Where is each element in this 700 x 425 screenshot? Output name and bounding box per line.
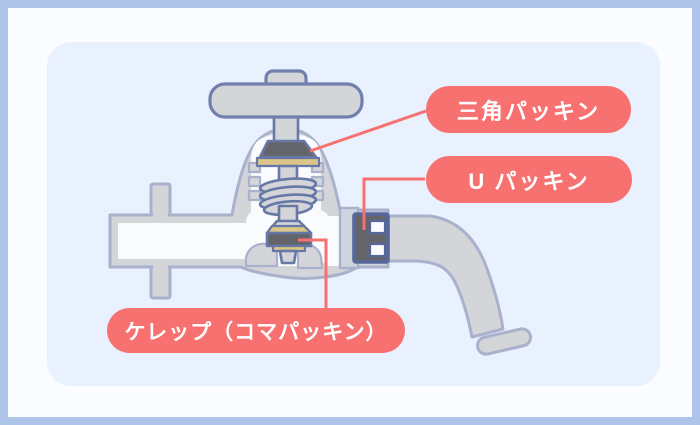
spout-assembly: [338, 206, 533, 356]
thread-tooth: [247, 175, 262, 188]
spindle-neck-lower: [277, 204, 299, 224]
leader-lines: [298, 109, 427, 310]
thread-tooth: [247, 189, 262, 202]
spout-pipe: [384, 214, 505, 339]
leader-line-triangle-packing: [309, 109, 427, 153]
label-triangle-packing: 三角パッキン: [426, 86, 631, 133]
label-kerep-koma-packing: ケレップ（コマパッキン）: [107, 308, 405, 353]
kerep-tab: [278, 249, 298, 265]
pipe-channel: [118, 223, 248, 259]
leader-line-u-packing: [362, 177, 425, 230]
pipe-flange-bottom: [149, 264, 172, 300]
leader-line-kerep: [298, 238, 328, 310]
spout-end-cap: [475, 327, 533, 356]
u-packing-notch-top: [368, 219, 387, 235]
handle: [208, 69, 364, 119]
label-u-packing: U パッキン: [426, 156, 632, 203]
kerep-assembly: [265, 219, 313, 265]
u-packing-notch-bottom: [368, 242, 387, 258]
flange-joint-patch: [153, 265, 168, 271]
handle-cap: [208, 82, 364, 119]
u-packing-part: [352, 212, 390, 264]
thread-tooth: [247, 161, 262, 174]
flange-joint-patch: [153, 213, 168, 219]
pipe-flange-top: [149, 182, 172, 218]
spindle-assembly: [255, 110, 321, 265]
